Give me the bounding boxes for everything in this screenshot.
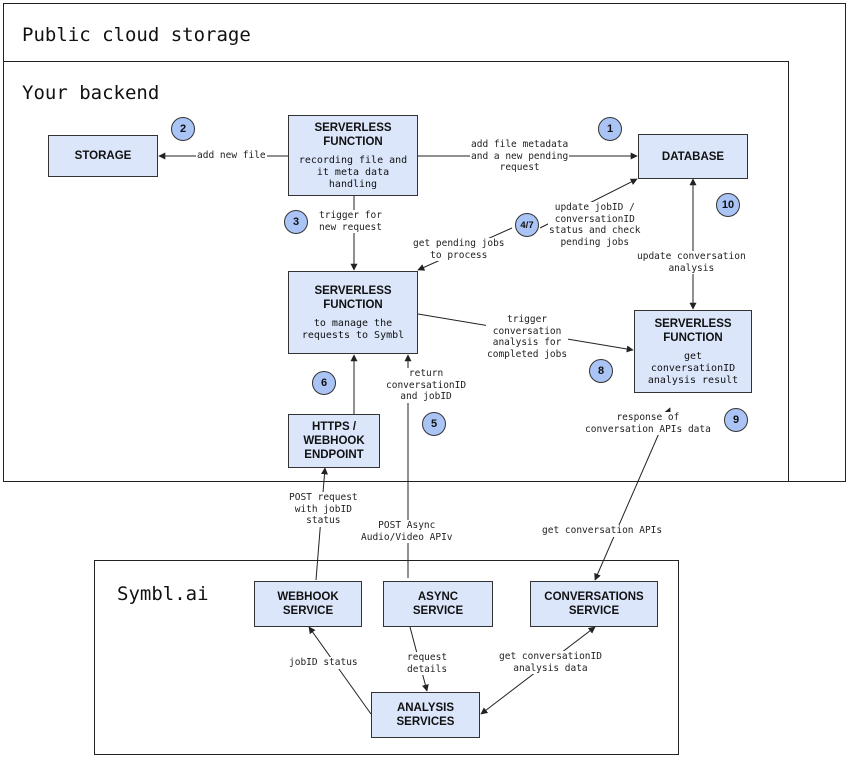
step-badge-9: 9 [724,408,748,432]
label-add-new-file: add new file [196,150,267,162]
step-badge-8: 8 [589,359,613,383]
async-service-title: ASYNC SERVICE [412,591,464,617]
https-webhook-endpoint-box: HTTPS / WEBHOOK ENDPOINT [288,414,380,468]
step-badge-4-7: 4/7 [515,213,539,237]
label-response-conversation: response of conversation APIs data [584,412,712,435]
label-update-jobid: update jobID / conversationID status and… [548,202,642,248]
label-request-details: request details [406,652,449,675]
label-trigger-new-request: trigger for new request [318,210,383,233]
arrow-get-conversation-apis [594,407,671,581]
analysis-services-box: ANALYSIS SERVICES [371,692,480,738]
step-badge-2: 2 [171,117,195,141]
arrow-jobid-status [308,626,372,715]
webhook-service-box: WEBHOOK SERVICE [254,581,362,627]
label-add-file-metadata: add file metadata and a new pending requ… [470,139,570,174]
label-post-async: POST Async Audio/Video APIv [360,520,454,543]
label-get-pending-jobs: get pending jobs to process [412,238,506,261]
step-badge-1: 1 [598,117,622,141]
symbl-region [94,560,679,755]
storage-box: STORAGE [48,135,158,177]
step-badge-6: 6 [312,371,336,395]
label-jobid-status: jobID status [288,657,359,669]
serverless-function-analysis-box: SERVERLESS FUNCTION get conversationID a… [634,310,752,393]
label-get-conversation-id: get conversationID analysis data [498,651,603,674]
step-badge-10: 10 [716,193,740,217]
label-return-conversation-id: return conversationID and jobID [385,368,468,403]
serverless-function-file-box: SERVERLESS FUNCTION recording file and i… [288,115,418,196]
async-service-box: ASYNC SERVICE [383,581,493,627]
public-cloud-title: Public cloud storage [22,24,251,46]
webhook-service-title: WEBHOOK SERVICE [277,591,339,617]
serverless-function-requests-box: SERVERLESS FUNCTION to manage the reques… [288,271,418,354]
symbl-title: Symbl.ai [117,583,209,605]
serverless-requests-title: SERVERLESS FUNCTION [314,284,392,311]
serverless-analysis-title: SERVERLESS FUNCTION [654,317,732,344]
conversations-service-box: CONVERSATIONS SERVICE [530,581,658,627]
label-post-request: POST request with jobID status [288,492,359,527]
analysis-services-title: ANALYSIS SERVICES [396,702,455,728]
https-endpoint-title: HTTPS / WEBHOOK ENDPOINT [303,421,365,461]
serverless-file-desc: recording file and it meta data handling [298,154,408,190]
step-badge-5: 5 [422,412,446,436]
conversations-service-title: CONVERSATIONS SERVICE [544,591,644,617]
database-box: DATABASE [638,134,748,179]
label-trigger-conversation: trigger conversation analysis for comple… [486,314,569,360]
serverless-analysis-desc: get conversationID analysis result [647,350,739,386]
backend-title: Your backend [22,82,160,104]
serverless-file-title: SERVERLESS FUNCTION [314,121,392,148]
serverless-requests-desc: to manage the requests to Symbl [301,317,405,341]
storage-title: STORAGE [74,150,132,162]
step-badge-3: 3 [284,210,308,234]
label-update-conversation: update conversation analysis [636,251,747,274]
label-get-conversation-apis: get conversation APIs [541,525,664,537]
database-title: DATABASE [661,150,725,163]
